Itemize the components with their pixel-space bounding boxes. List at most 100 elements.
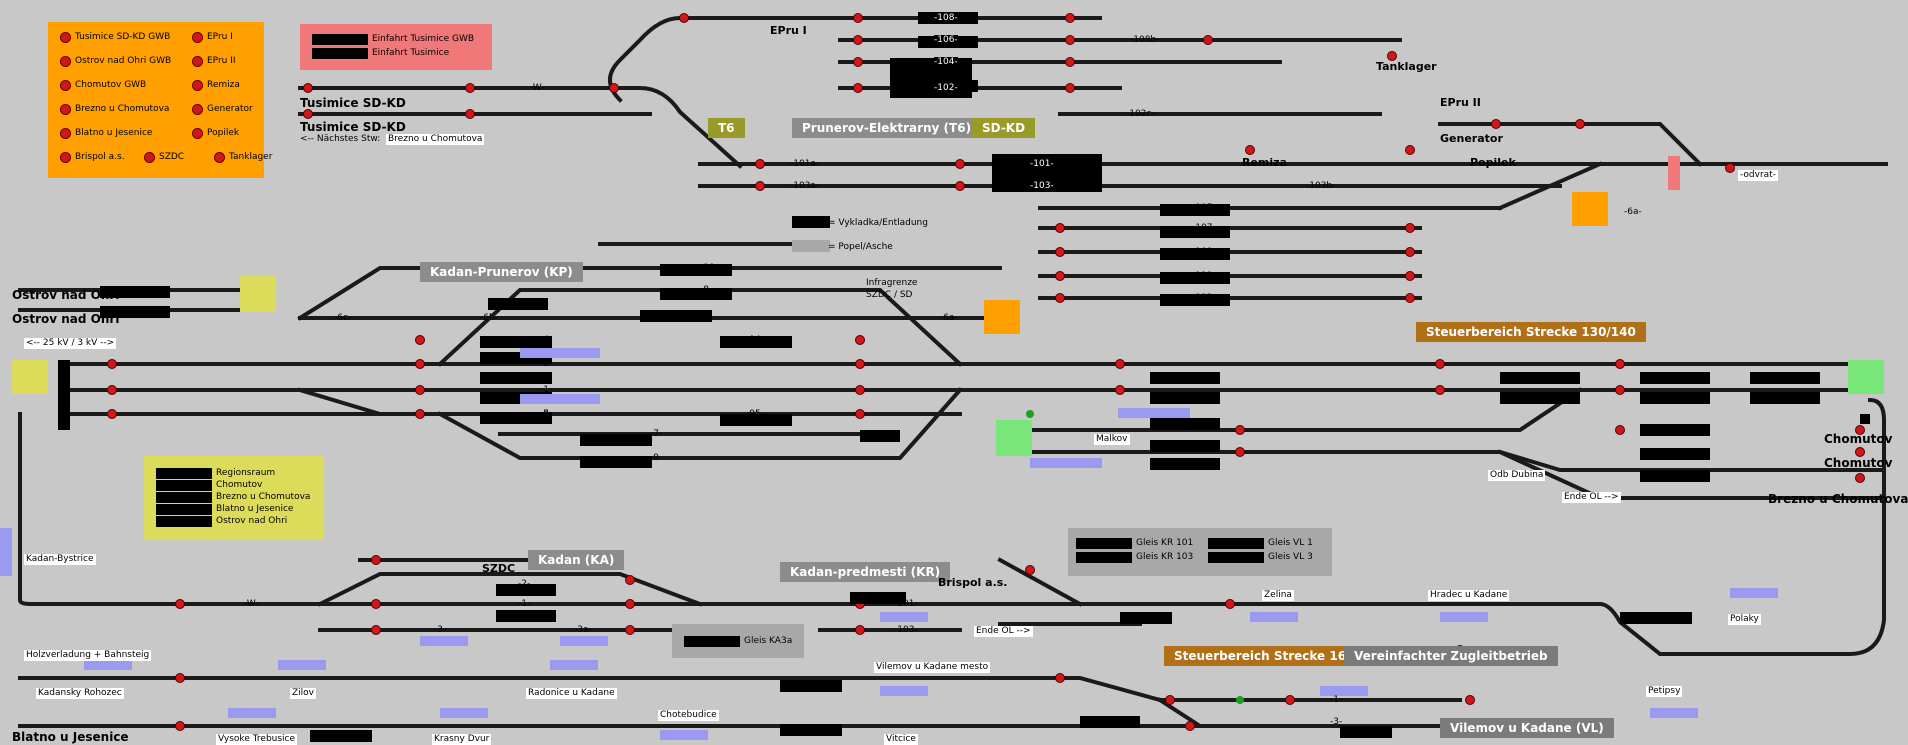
track-label[interactable]: -1- [1330,695,1343,705]
track-label[interactable]: -102- [934,83,958,94]
region-block[interactable] [156,480,212,491]
track-label[interactable]: -94- [746,335,764,345]
einfahrt-block[interactable] [312,48,368,59]
track-label[interactable]: -3a- [574,625,592,635]
station-generator[interactable]: Generator [1440,132,1503,145]
station-tanklager[interactable]: Tanklager [1376,60,1437,73]
track-label[interactable]: -3- [1330,717,1343,727]
station-chomutov[interactable]: Chomutov [1824,456,1893,470]
trigger-ostrov-gwb-button[interactable] [60,56,71,67]
malkov-label: Malkov [1094,434,1130,445]
track-label[interactable]: -8- [700,285,713,295]
banner-steuer-130-140: Steuerbereich Strecke 130/140 [1416,322,1646,342]
trigger-generator-button[interactable] [192,104,203,115]
track-label[interactable]: -2- [518,579,531,589]
banner-kadan-ka: Kadan (KA) [528,550,625,570]
panel-label: Regionsraum [216,468,276,478]
panel-label: EPru I [207,32,233,42]
track-label[interactable]: -W- [530,83,545,93]
trigger-chomutov-gwb-button[interactable] [60,80,71,91]
track-label[interactable]: -9- [650,453,663,463]
track-label[interactable]: -103- [1030,181,1054,192]
gleis-block[interactable] [1208,552,1264,563]
track-label[interactable]: -7- [650,429,663,439]
track-label[interactable]: -101a- [790,159,820,169]
station-brispol[interactable]: Brispol a.s. [938,576,1008,589]
station-brezno[interactable]: Brezno u Chomutova [1768,492,1908,506]
track-label[interactable]: -6- [700,313,713,323]
track-label[interactable]: -102c- [1126,109,1155,119]
track-label[interactable]: -3- [434,625,447,635]
trigger-epru1-button[interactable] [192,32,203,43]
station-epru1[interactable]: EPru I [770,24,807,37]
gleis-ka3a-panel: Gleis KA3a [672,624,804,658]
track-label[interactable]: -103a- [790,181,820,191]
station-epru2[interactable]: EPru II [1440,96,1481,109]
panel-label: Popilek [207,128,240,138]
track-label[interactable]: -109- [1192,247,1216,257]
gleis-block[interactable] [684,636,740,647]
track-label[interactable]: -103- [894,625,918,635]
station-popilek[interactable]: Popilek [1470,156,1516,169]
station-blatno[interactable]: Blatno u Jesenice [12,730,129,744]
track-label[interactable]: -108b- [1130,35,1160,45]
track-label[interactable]: -1- [518,599,531,609]
station-ostrov[interactable]: Ostrov nad Ohri [12,312,120,326]
region-block[interactable] [156,492,212,503]
track-label[interactable]: -10- [700,263,718,273]
track-label[interactable]: -113- [1192,293,1216,303]
track-label[interactable]: -103b- [1306,181,1336,191]
trigger-popilek-button[interactable] [192,128,203,139]
gleis-block[interactable] [1076,538,1132,549]
trigger-panel: Tusimice SD-KD GWB Ostrov nad Ohri GWB C… [48,22,272,178]
station-chomutov[interactable]: Chomutov [1824,432,1893,446]
track-label[interactable]: -104- [934,57,958,68]
region-block[interactable] [156,504,212,515]
vysoke-label: Vysoke Trebusice [216,734,298,745]
panel-label: Ostrov nad Ohri GWB [75,56,172,66]
trigger-blatno-button[interactable] [60,128,71,139]
track-label[interactable]: -6a- [1624,207,1642,217]
track-label[interactable]: -105- [1192,203,1216,213]
legend-vykladka: = Vykladka/Entladung [828,218,928,228]
panel-label: Blatno u Jesenice [216,504,294,514]
track-label[interactable]: -6a- [940,313,958,323]
next-stw-target[interactable]: Brezno u Chomutova [386,134,485,145]
track-label[interactable]: -2- [540,359,553,369]
trigger-tusimice-gwb-button[interactable] [60,32,71,43]
station-tusimice[interactable]: Tusimice SD-KD [300,120,406,134]
track-label[interactable]: -101- [894,599,918,609]
station-ostrov[interactable]: Ostrov nad Ohri [12,288,120,302]
trigger-szdc-button[interactable] [144,152,155,163]
track-label[interactable]: -107- [1192,223,1216,233]
track-label[interactable]: -108- [934,13,958,24]
einfahrt-block[interactable] [312,34,368,45]
track-label[interactable]: -95- [746,409,764,419]
trigger-tanklager-button[interactable] [214,152,225,163]
track-label[interactable]: -6b- [480,313,498,323]
track-label[interactable]: -101- [1030,159,1054,170]
banner-t6: T6 [708,118,745,138]
trigger-epru2-button[interactable] [192,56,203,67]
station-remiza[interactable]: Remiza [1242,156,1287,169]
gleis-block[interactable] [1076,552,1132,563]
banner-kadan-predmesti: Kadan-predmesti (KR) [780,562,951,582]
track-label[interactable]: -111- [1192,271,1216,281]
track-label[interactable]: -6c- [334,313,352,323]
region-block[interactable] [156,468,212,479]
track-label[interactable]: -4- [540,335,553,345]
track-label[interactable]: -5- [540,409,553,419]
station-szdc[interactable]: SZDC [482,562,516,575]
trigger-remiza-button[interactable] [192,80,203,91]
station-tusimice[interactable]: Tusimice SD-KD [300,96,406,110]
region-panel: Regionsraum Chomutov Brezno u Chomutova … [144,456,324,540]
track-label[interactable]: -106- [934,35,958,46]
gleis-block[interactable] [1208,538,1264,549]
trigger-brezno-button[interactable] [60,104,71,115]
track-label[interactable]: -W- [244,599,259,609]
region-block[interactable] [156,516,212,527]
trigger-brispol-button[interactable] [60,152,71,163]
krasny-label: Krasny Dvur [432,734,492,745]
track-label[interactable]: -3- [540,409,553,419]
track-label[interactable]: -1- [540,385,553,395]
